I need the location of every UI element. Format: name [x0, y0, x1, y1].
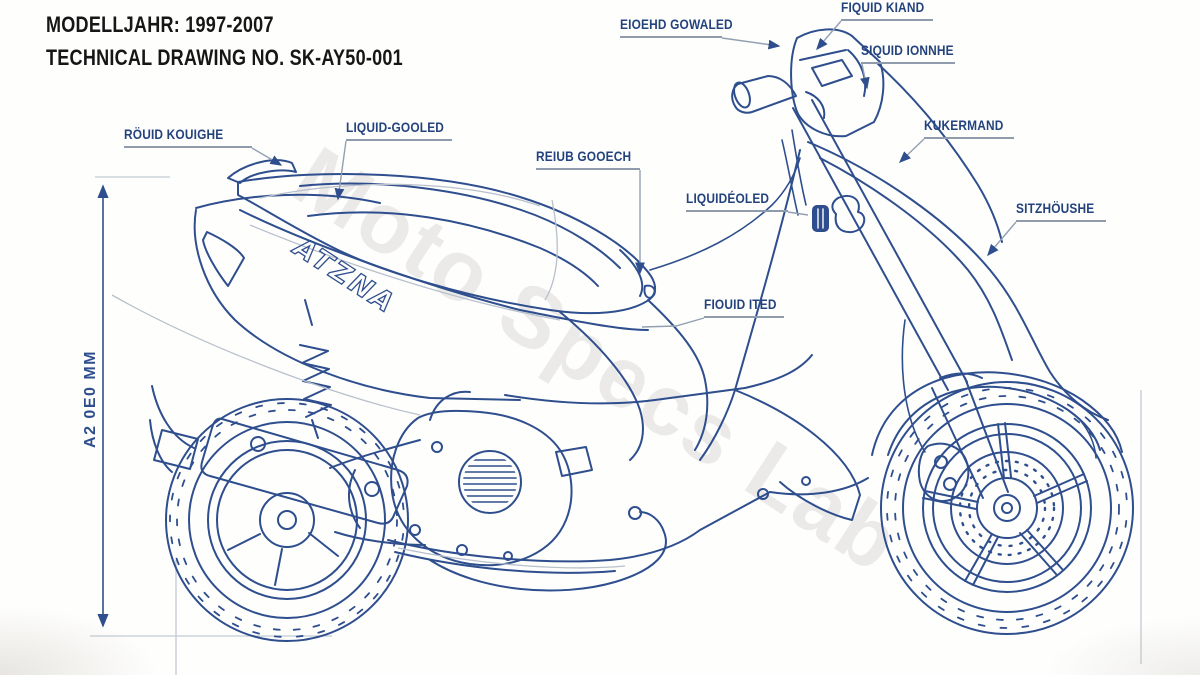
reflector-part	[812, 205, 829, 232]
callout-handlebar: KUKERMAND	[924, 117, 1014, 139]
model-year: MODELLJAHR: 1997-2007	[46, 12, 274, 37]
height-dimension-label: A2 0E0 MM	[82, 350, 99, 448]
floorboard	[387, 354, 869, 592]
leader-lines	[251, 20, 1017, 328]
title-block: MODELLJAHR: 1997-2007 TECHNICAL DRAWING …	[46, 8, 481, 74]
callout-seat: LIQUID-GOOLED	[346, 119, 452, 141]
callout-upper-cowl: EIOEHD GOWALED	[620, 16, 733, 38]
callout-reflector: LIQUIDÉOLED	[686, 190, 788, 212]
engine	[329, 390, 573, 567]
callout-body-panel: FIOUID ITED	[704, 296, 784, 318]
callout-rear-carrier: RÖUID KOUIGHE	[124, 126, 252, 148]
gray-seams	[111, 183, 626, 569]
steering-column	[781, 99, 968, 391]
brake-caliper	[917, 442, 970, 502]
rear-wheel	[165, 398, 409, 642]
callout-headlight: SIQUID IONNHE	[861, 42, 955, 64]
rear-fender	[149, 385, 195, 473]
drawing-number: TECHNICAL DRAWING NO. SK-AY50-001	[46, 45, 403, 70]
seat	[237, 173, 656, 315]
front-wheel	[880, 381, 1134, 635]
reference-lines	[90, 176, 1142, 675]
callout-fuel-stand: FIQUID KIAND	[841, 0, 933, 21]
front-fork	[901, 319, 1009, 499]
handlebar-assembly	[731, 28, 885, 138]
front-fairing	[699, 63, 1109, 521]
body-logo: ATZNA	[287, 231, 402, 321]
callout-seat-lock: REIUB GOOECH	[536, 148, 640, 170]
muffler	[153, 417, 409, 525]
tail-body	[193, 159, 649, 401]
callout-seat-housing: SITZHÖUSHE	[1016, 200, 1106, 222]
